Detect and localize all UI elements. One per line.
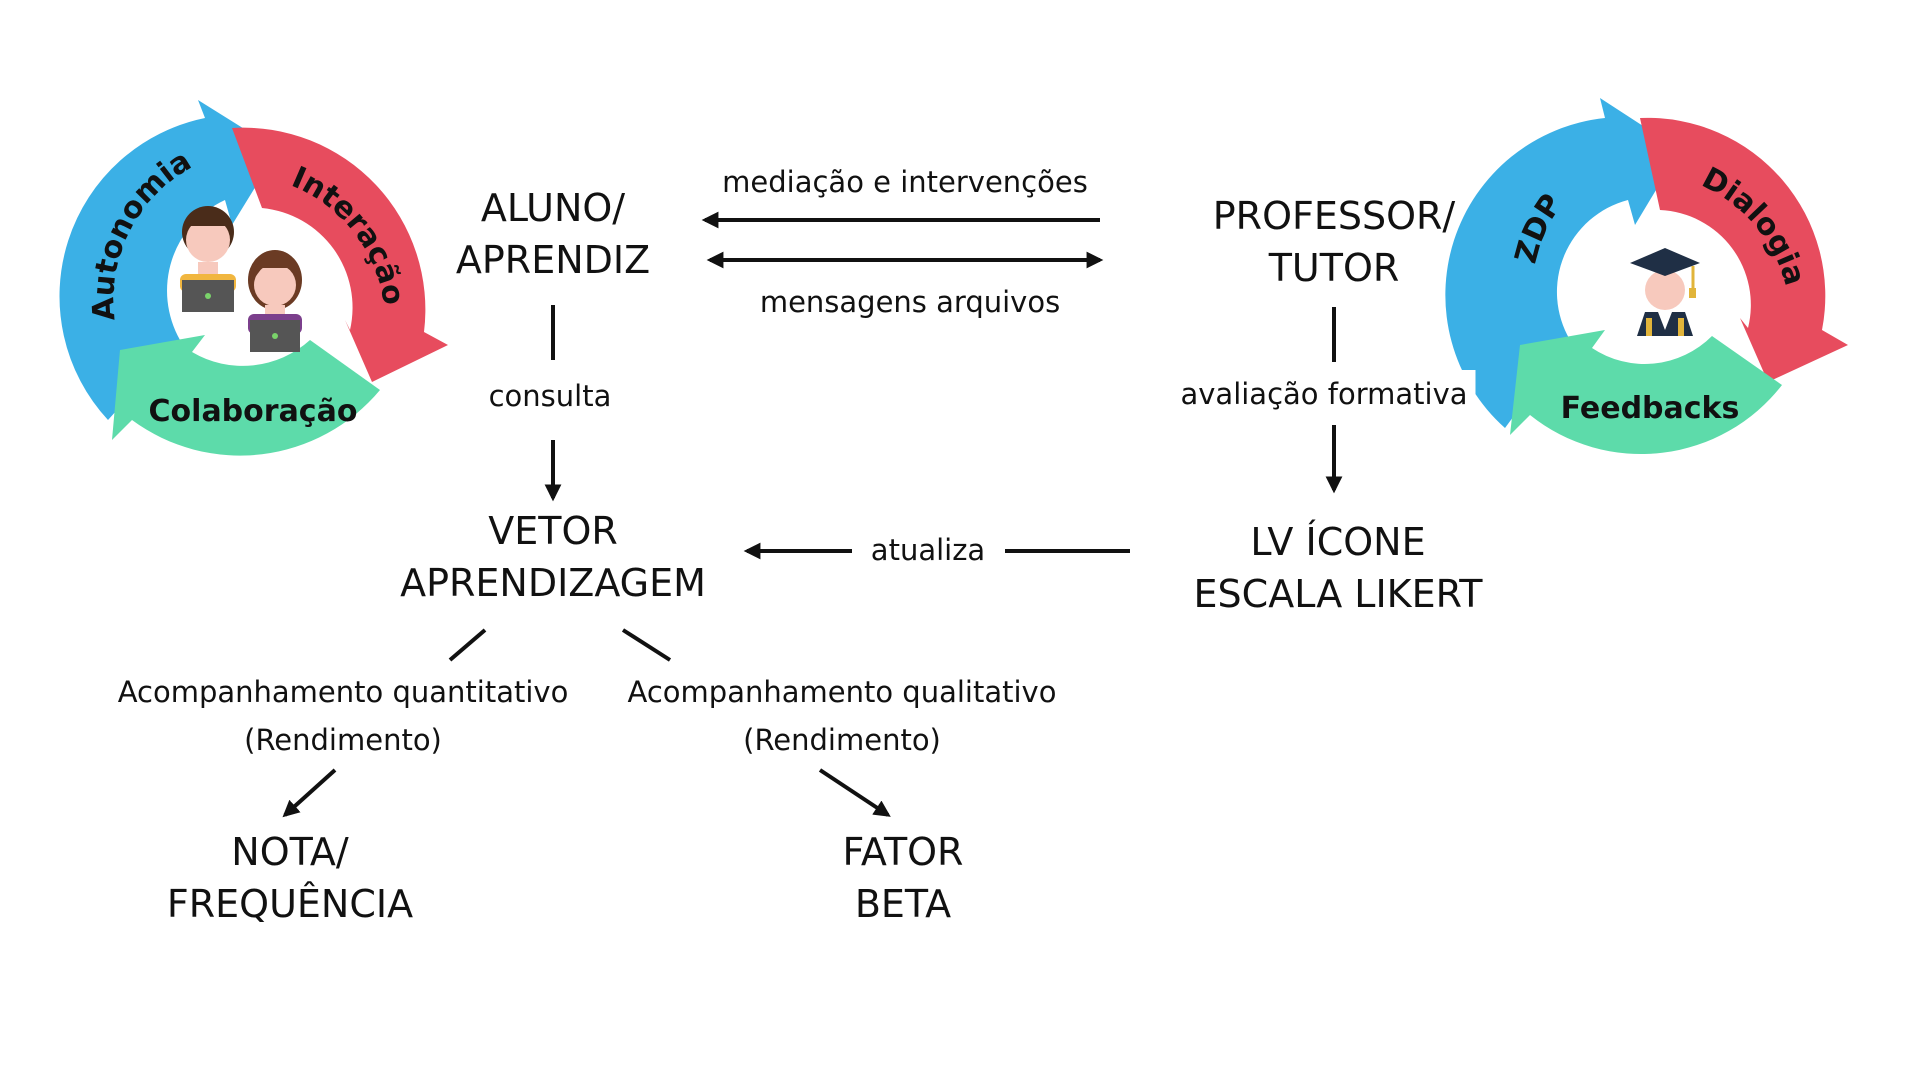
nota-arrow [282,768,337,818]
professor-line1: PROFESSOR/ [1212,194,1456,238]
vetor-node: VETOR APRENDIZAGEM [400,505,706,609]
left-cycle: Autonomia Interação Colaboração [59,100,448,456]
right-cycle-blue-arc [1445,98,1680,428]
atualiza-label: atualiza [862,526,994,574]
lv-node: LV ÍCONE ESCALA LIKERT [1194,516,1483,620]
connectors [282,211,1343,818]
nota-line1: NOTA/ [231,830,349,874]
consulta-label: consulta [480,372,620,420]
nota-node: NOTA/ FREQUÊNCIA [167,826,413,930]
student-avatar-girl-icon [248,250,302,352]
qual-branch-line [621,628,672,662]
teacher-graduate-icon [1630,248,1700,336]
left-cycle-green-arc [112,335,380,456]
quant-branch-line [448,628,487,662]
aluno-line2: APRENDIZ [455,238,651,282]
lv-line2: ESCALA LIKERT [1193,572,1483,616]
colaboracao-label: Colaboração [149,394,358,429]
right-cycle-green-arc [1510,330,1782,455]
avaliacao-label: avaliação formativa [1172,370,1476,418]
qual-label: Acompanhamento qualitativo (Rendimento) [619,668,1065,764]
fator-node: FATOR BETA [843,826,964,930]
fator-line1: FATOR [842,830,964,874]
right-cycle-red-arc [1640,117,1848,382]
right-cycle: ZDP Dialogia Feedbacks [1445,98,1848,455]
nota-line2: FREQUÊNCIA [166,882,414,926]
feedbacks-label: Feedbacks [1561,391,1740,426]
professor-line2: TUTOR [1268,246,1400,290]
fator-line2: BETA [854,882,952,926]
quant-line2: (Rendimento) [244,723,442,757]
vetor-line1: VETOR [488,509,618,553]
professor-node: PROFESSOR/ TUTOR [1213,190,1455,294]
left-cycle-red-arc [232,127,448,382]
lv-line1: LV ÍCONE [1250,520,1426,564]
fator-arrow [818,768,891,817]
quant-line1: Acompanhamento quantitativo [117,675,569,709]
mediacao-label: mediação e intervenções [714,158,1096,206]
mensagens-label: mensagens arquivos [751,278,1069,326]
left-cycle-blue-arc [59,100,279,420]
vetor-line2: APRENDIZAGEM [400,561,706,605]
aluno-node: ALUNO/ APRENDIZ [456,182,650,286]
student-avatar-boy-icon [180,206,236,312]
quant-label: Acompanhamento quantitativo (Rendimento) [109,668,577,764]
qual-line2: (Rendimento) [743,723,941,757]
qual-line1: Acompanhamento qualitativo [627,675,1057,709]
aluno-line1: ALUNO/ [480,186,626,230]
